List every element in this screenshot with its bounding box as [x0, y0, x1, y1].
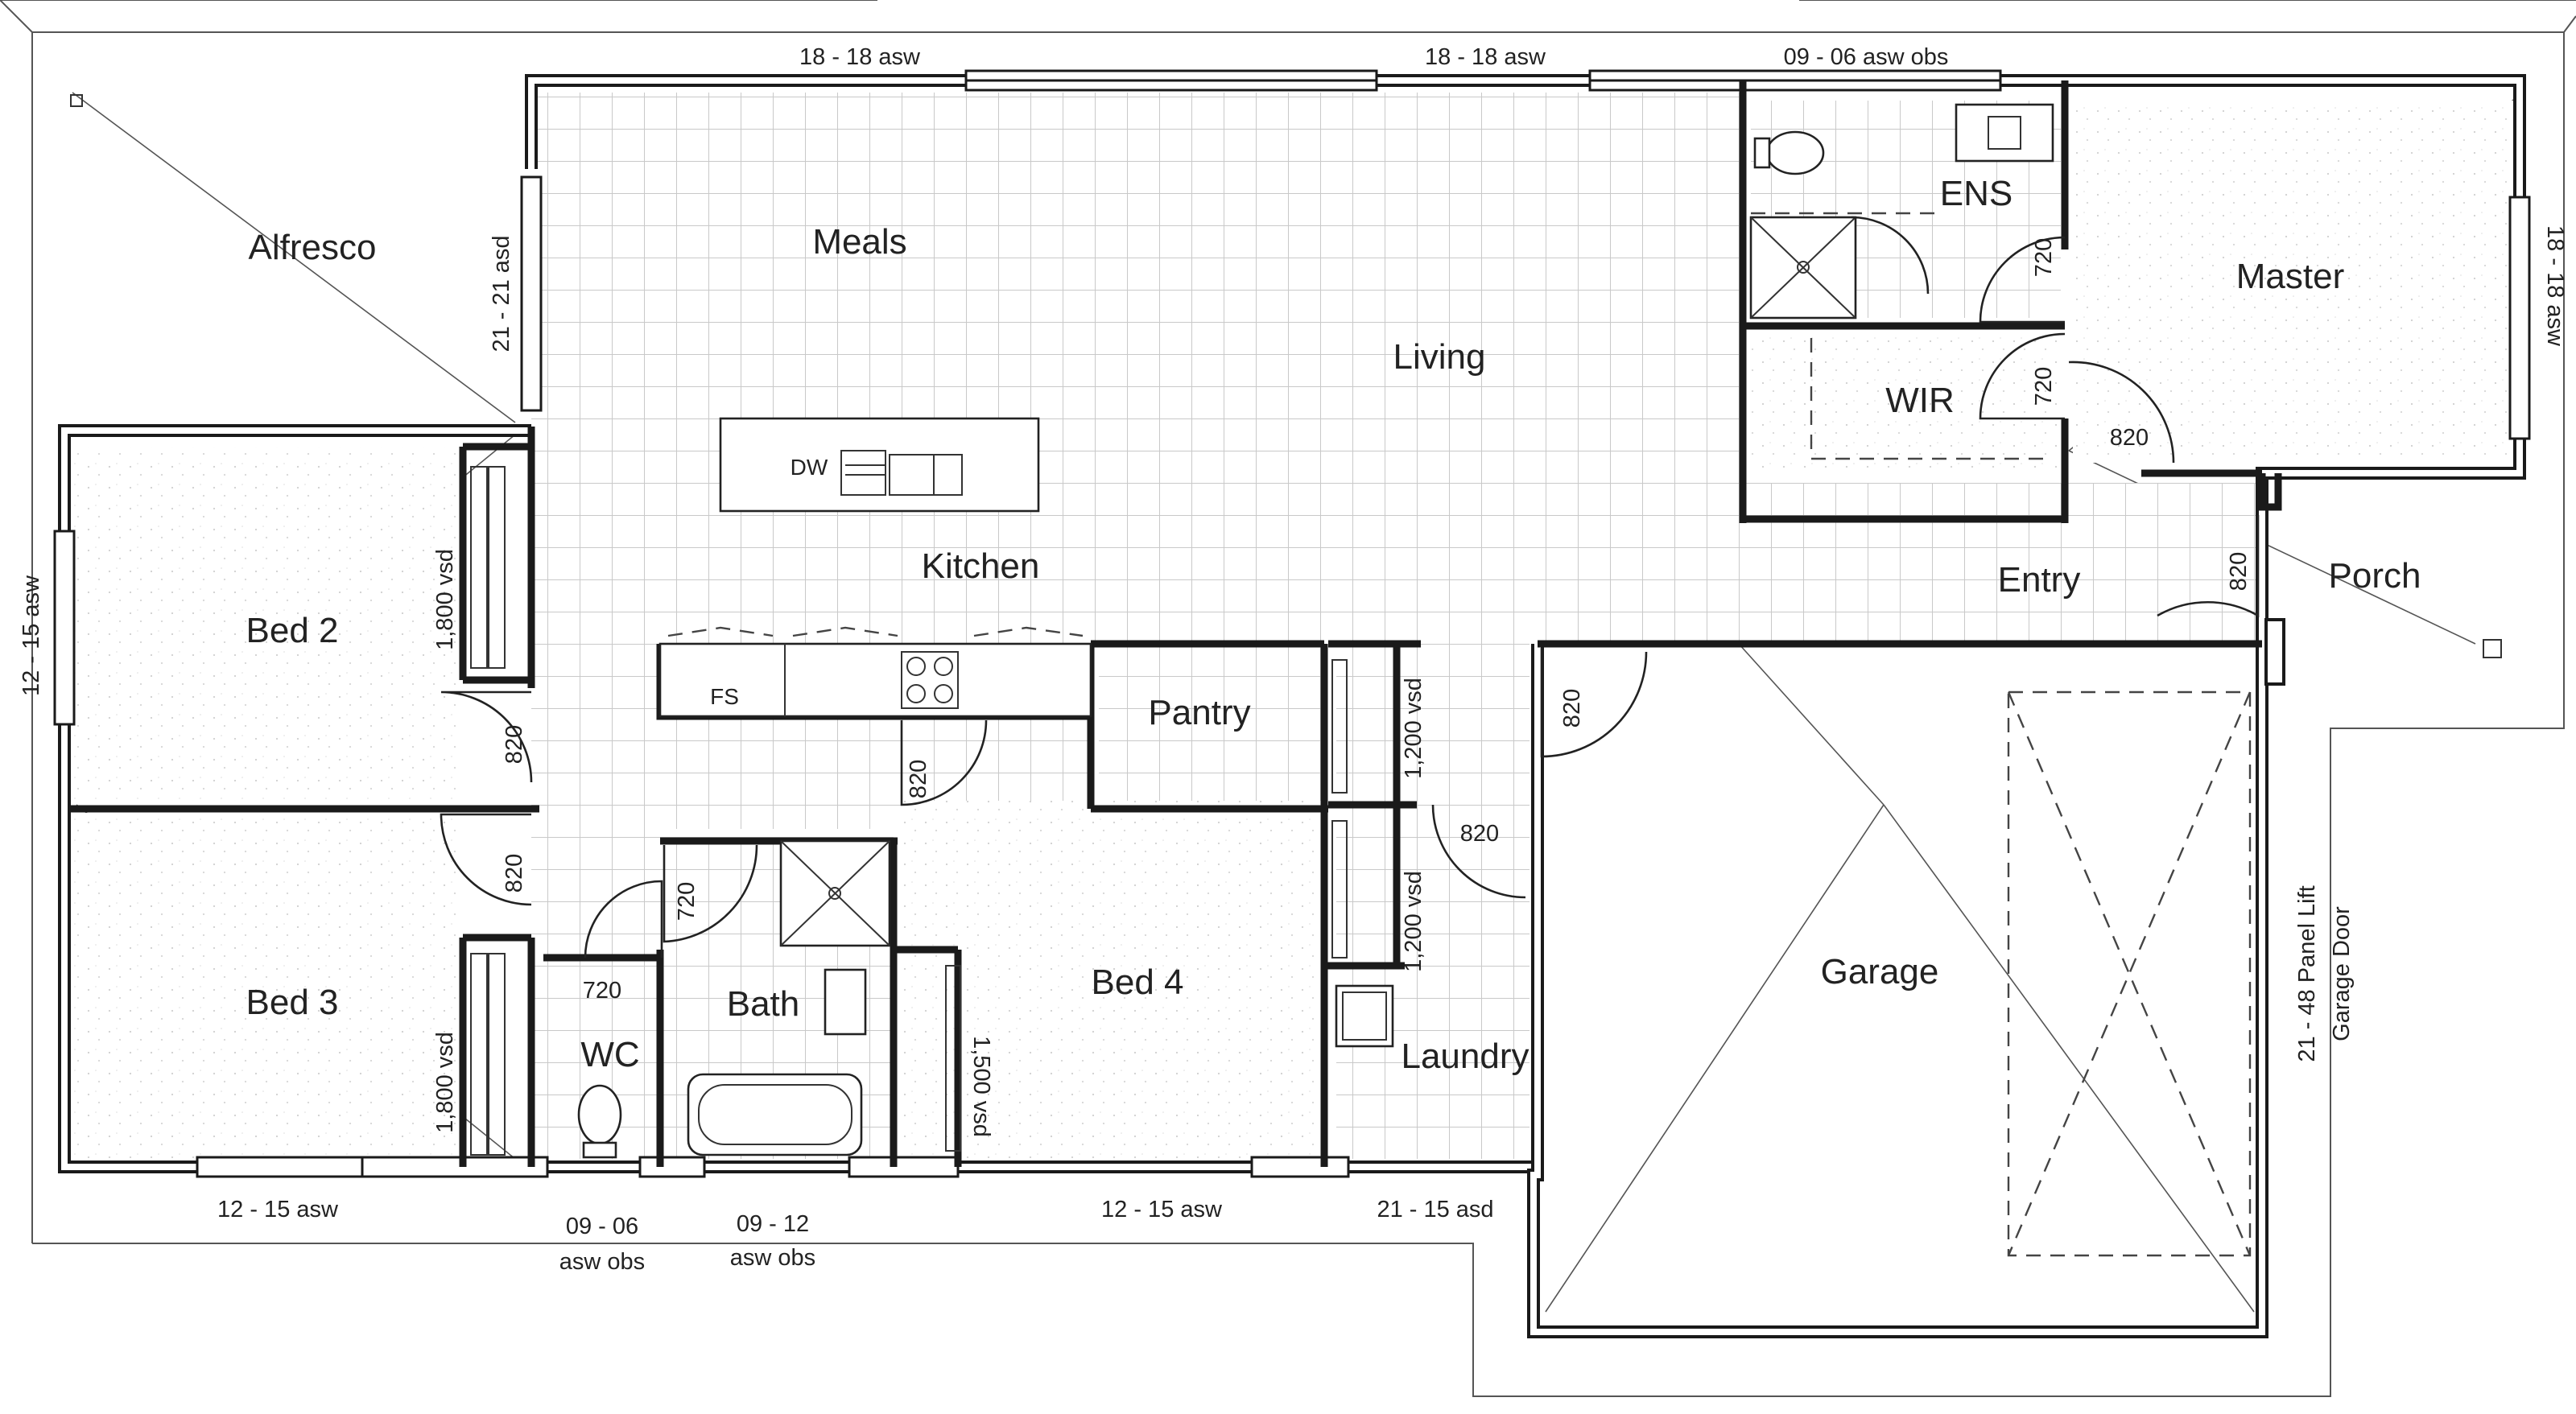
door-size-bed2: 820 [502, 725, 527, 764]
garage-door-label-2: Garage Door [2329, 906, 2355, 1041]
fixture-labels: DW FS [710, 455, 828, 709]
room-entry: Entry [1998, 560, 2081, 600]
window-label-ens: 09 - 06 asw obs [1784, 44, 1949, 70]
room-bed2: Bed 2 [246, 611, 339, 650]
door-size-wir: 720 [2031, 367, 2057, 406]
linen-label-lower: 1,200 vsd [1401, 871, 1426, 972]
room-bed3: Bed 3 [246, 983, 339, 1022]
window-label-bed2: 12 - 15 asw [19, 575, 44, 696]
room-meals: Meals [812, 222, 906, 262]
door-size-ens: 720 [2031, 238, 2057, 277]
room-ens: ENS [1940, 174, 2013, 213]
room-wc: WC [580, 1035, 639, 1074]
kitchen-bench [658, 642, 1092, 718]
room-living: Living [1393, 337, 1486, 377]
room-porch: Porch [2329, 556, 2421, 596]
robe-label-bed3: 1,800 vsd [432, 1032, 458, 1133]
door-size-bed3: 820 [502, 854, 527, 893]
window-openings [53, 69, 2531, 1178]
cooktop-icon [901, 651, 959, 709]
window-label-meals: 18 - 18 asw [799, 44, 921, 70]
door-label-laundry: 21 - 15 asd [1377, 1197, 1493, 1222]
room-labels: Alfresco Meals Living Kitchen ENS Master… [246, 174, 2421, 1076]
door-label-alfresco: 21 - 21 asd [489, 235, 514, 352]
bath-tub-icon [687, 1073, 863, 1156]
window-label-wc-2: asw obs [559, 1249, 645, 1275]
fixtures [70, 94, 2502, 1257]
door-size-front: 820 [2226, 552, 2252, 591]
robe-label-bed2: 1,800 vsd [432, 549, 458, 650]
room-wir: WIR [1885, 381, 1955, 420]
door-size-master: 820 [2110, 425, 2149, 451]
room-alfresco: Alfresco [249, 228, 377, 267]
dishwasher-label: DW [791, 455, 828, 480]
floor-finishes [72, 93, 2520, 1159]
room-garage: Garage [1821, 952, 1939, 991]
window-label-bath-2: asw obs [730, 1245, 815, 1271]
door-size-bed4: 820 [906, 760, 931, 798]
fridge-space-label: FS [710, 684, 739, 709]
window-label-wc-1: 09 - 06 [566, 1214, 638, 1239]
window-label-master: 18 - 18 asw [2542, 225, 2568, 347]
window-labels: 18 - 18 asw 18 - 18 asw 09 - 06 asw obs … [19, 44, 2568, 1275]
door-size-bath: 720 [674, 882, 700, 921]
robe-label-bed4: 1,500 vsd [968, 1036, 994, 1137]
window-label-bath-1: 09 - 12 [737, 1211, 809, 1237]
toilet-icon [577, 1084, 622, 1145]
window-label-living: 18 - 18 asw [1425, 44, 1546, 70]
room-master: Master [2236, 257, 2344, 296]
door-size-garage: 820 [1559, 689, 1585, 728]
garage-door-label-1: 21 - 48 Panel Lift [2294, 885, 2320, 1062]
ens-basin-icon [1955, 103, 2054, 163]
door-swings [440, 216, 2260, 958]
garage-car-space [2007, 691, 2252, 1257]
window-label-bed4: 12 - 15 asw [1101, 1197, 1223, 1222]
wardrobe-labels: 1,800 vsd 1,800 vsd 1,500 vsd 1,200 vsd … [432, 549, 1426, 1137]
door-labels: 820 820 820 720 720 820 820 720 720 820 … [502, 238, 2252, 1004]
window-label-bed3: 12 - 15 asw [217, 1197, 339, 1222]
laundry-tub-icon [1335, 984, 1394, 1048]
room-kitchen: Kitchen [922, 546, 1040, 586]
basin-icon [824, 968, 867, 1036]
room-laundry: Laundry [1401, 1037, 1529, 1076]
ens-toilet-icon [1765, 130, 1825, 175]
linen-label-upper: 1,200 vsd [1401, 678, 1426, 779]
door-size-wc: 720 [583, 978, 621, 1004]
door-size-laundry: 820 [1460, 821, 1499, 847]
room-bed4: Bed 4 [1092, 963, 1184, 1002]
room-pantry: Pantry [1148, 693, 1250, 732]
robe-doors [470, 466, 1348, 1156]
room-bath: Bath [727, 984, 800, 1024]
